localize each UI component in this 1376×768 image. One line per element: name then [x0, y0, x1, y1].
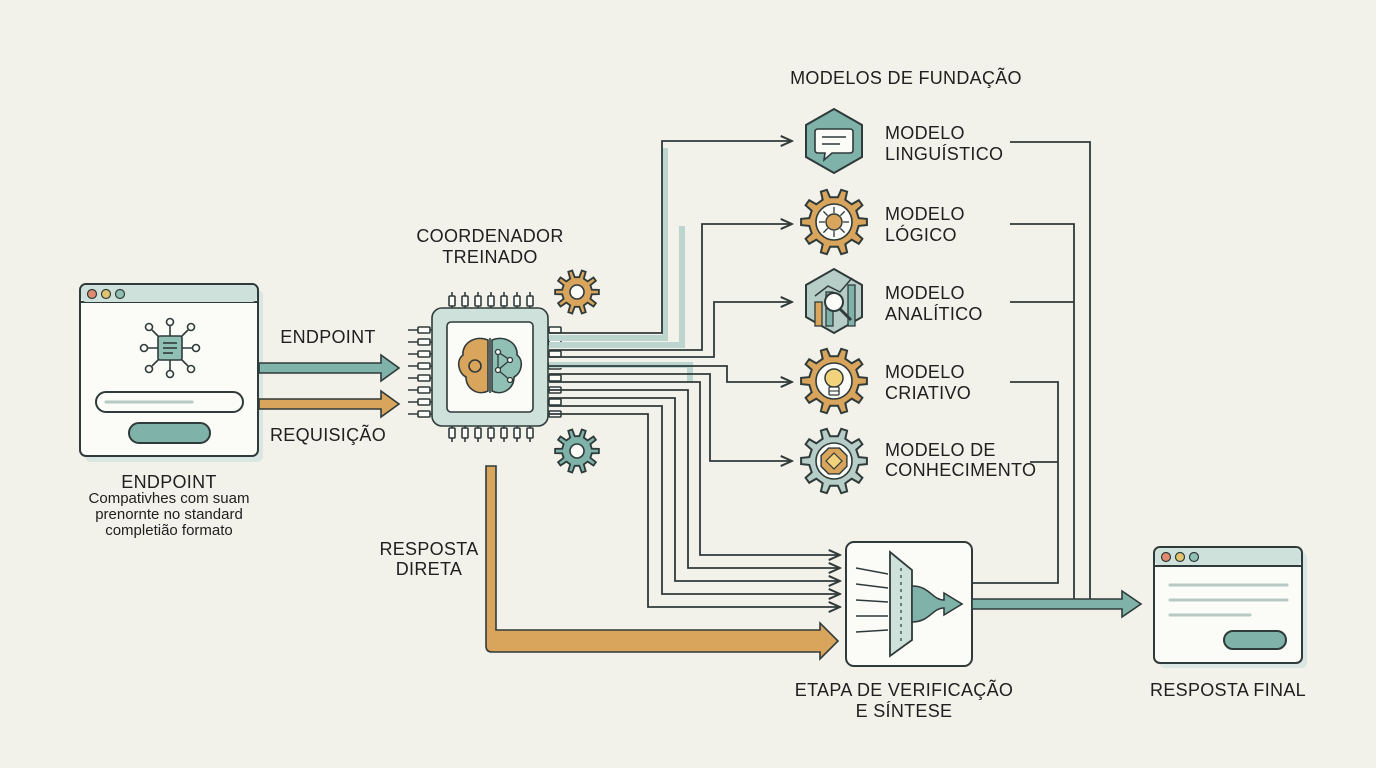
coordinator-title-line-2: TREINADO	[442, 247, 537, 267]
model-linguistic-line-2: LINGUÍSTICO	[885, 144, 1003, 164]
endpoint-arrow	[258, 353, 401, 383]
model-labels: MODELO LINGUÍSTICO MODELO LÓGICO MODELO …	[885, 123, 1036, 480]
endpoint-submit-button	[128, 422, 211, 444]
endpoint-desc-line-1: Compativhes com suam	[89, 490, 250, 507]
request-arrow	[258, 389, 401, 419]
direct-response-label-line-2: DIRETA	[396, 559, 462, 579]
request-arrow-label: REQUISIÇÃO	[270, 424, 386, 445]
direct-response-arrow	[485, 465, 840, 661]
final-output-arrow	[971, 589, 1143, 619]
model-linguistic-line-1: MODELO	[885, 123, 965, 143]
window-dot-red-icon	[1160, 551, 1172, 563]
model-analytic-line-2: ANALÍTICO	[885, 304, 983, 324]
gear-icon	[554, 428, 600, 474]
lightbulb-gear-icon	[800, 347, 868, 415]
coordinator-chip-icon	[408, 292, 562, 442]
endpoint-desc-line-3: completião formato	[105, 522, 233, 539]
model-knowledge-line-2: CONHECIMENTO	[885, 460, 1036, 480]
verification-label-line-1: ETAPA DE VERIFICAÇÃO	[795, 679, 1013, 700]
endpoint-desc-line-2: prenornte no standard	[95, 506, 243, 523]
window-dot-green-icon	[114, 288, 126, 300]
model-knowledge-line-1: MODELO DE	[885, 440, 996, 460]
window-dot-red-icon	[86, 288, 98, 300]
connection-lines	[549, 141, 1091, 607]
model-logic-line-2: LÓGICO	[885, 224, 957, 245]
verification-synthesis-box	[845, 541, 973, 667]
final-response-label: RESPOSTA FINAL	[1150, 680, 1306, 700]
model-analytic-line-1: MODELO	[885, 283, 965, 303]
network-chip-icon	[139, 317, 201, 379]
model-creative-line-2: CRIATIVO	[885, 383, 971, 403]
direct-response-label-line-1: RESPOSTA	[379, 539, 478, 559]
endpoint-arrow-label: ENDPOINT	[280, 327, 375, 347]
coordinator-title-line-1: COORDENADOR	[416, 226, 563, 246]
model-logic-line-1: MODELO	[885, 204, 965, 224]
gear-icon	[554, 269, 600, 315]
analytics-chart-icon	[805, 267, 863, 335]
model-creative-line-1: MODELO	[885, 362, 965, 382]
final-response-window	[1153, 546, 1307, 668]
final-response-button	[1223, 630, 1287, 650]
foundation-models-title: MODELOS DE FUNDAÇÃO	[790, 67, 1022, 88]
endpoint-window	[79, 283, 263, 462]
knowledge-gem-icon	[800, 427, 868, 495]
logic-gear-icon	[800, 188, 868, 256]
speech-bubble-icon	[805, 107, 863, 175]
window-dot-yellow-icon	[100, 288, 112, 300]
window-dot-green-icon	[1188, 551, 1200, 563]
verification-label-line-2: E SÍNTESE	[856, 701, 953, 721]
window-dot-yellow-icon	[1174, 551, 1186, 563]
endpoint-title: ENDPOINT	[121, 472, 216, 492]
